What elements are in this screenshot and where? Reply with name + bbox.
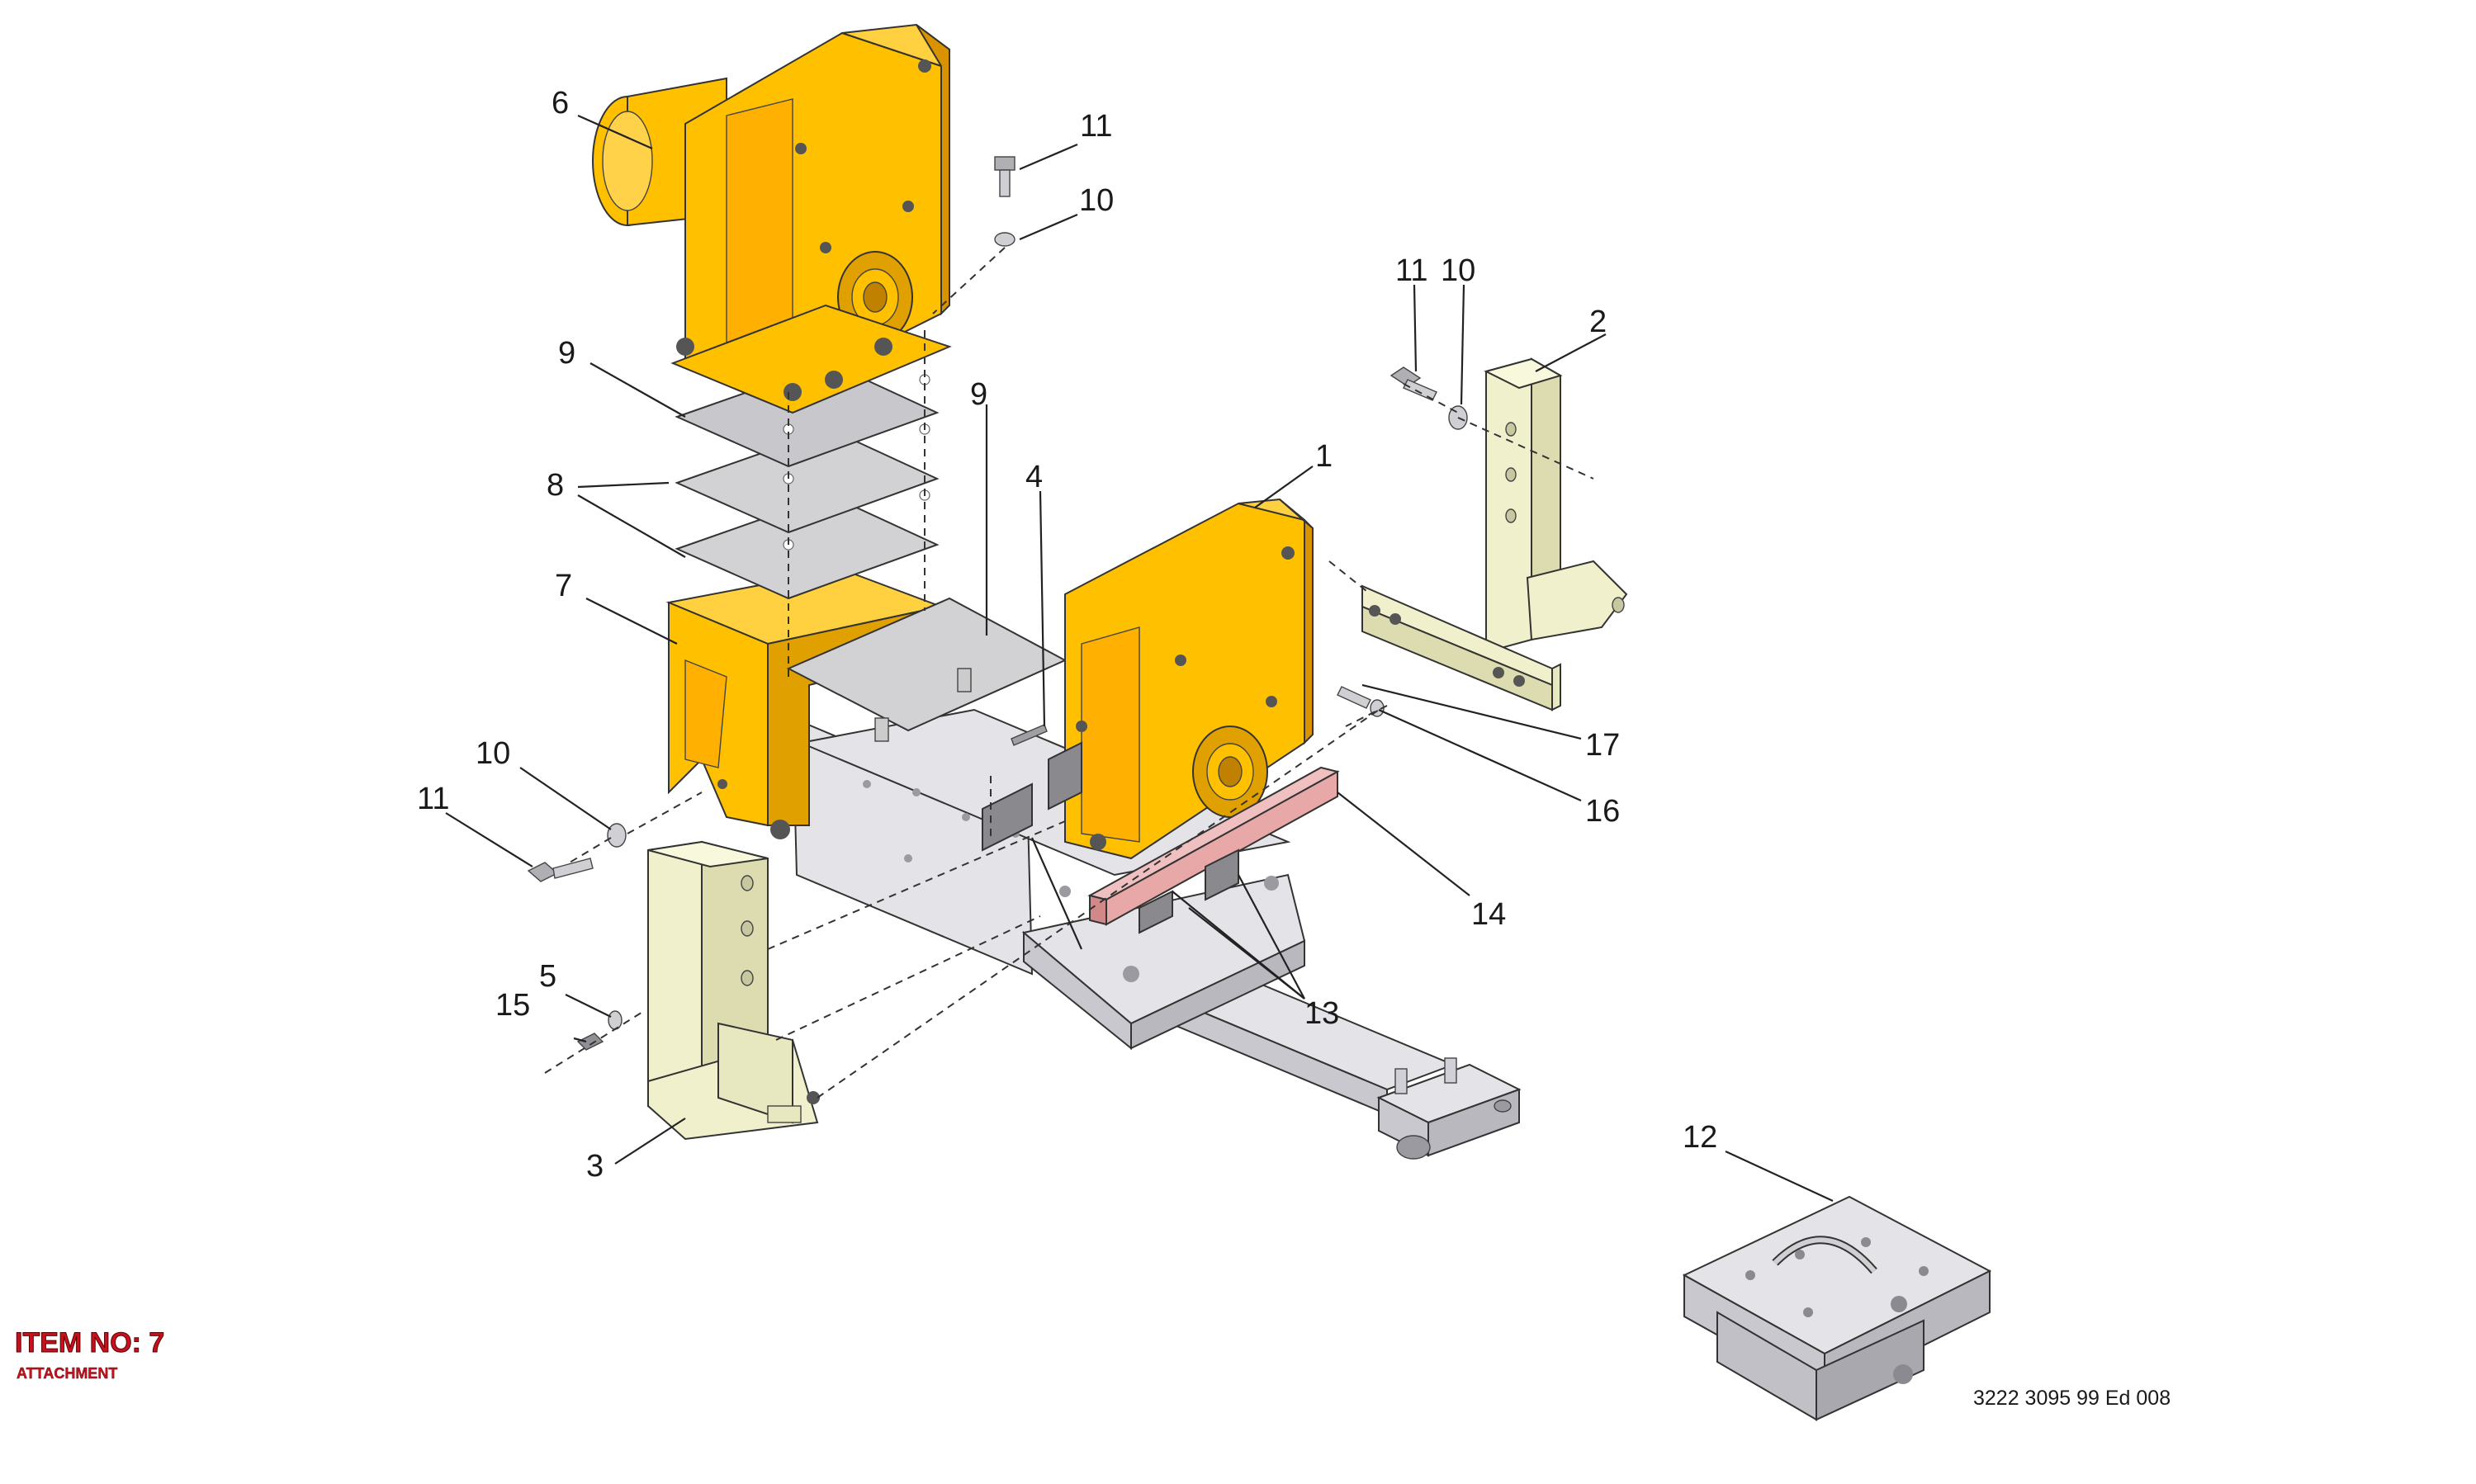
callout-11-right: 11 [1395, 253, 1427, 288]
item-number-title: ITEM NO: 7 [14, 1327, 165, 1359]
callout-5: 5 [539, 959, 556, 994]
callout-10-top: 10 [1079, 183, 1114, 218]
item-subtitle: ATTACHMENT [17, 1365, 118, 1382]
base-frame [791, 708, 1522, 1160]
callout-8: 8 [547, 468, 564, 503]
callout-labels: 1 2 3 4 5 6 7 8 9 9 10 10 10 11 11 11 12… [417, 86, 1717, 1184]
callout-9-lower: 9 [970, 377, 987, 412]
callout-10-left: 10 [476, 736, 510, 771]
bracket-part-2 [1361, 357, 1628, 711]
callout-11-top: 11 [1080, 109, 1112, 144]
callout-14: 14 [1471, 897, 1506, 932]
bracket-part-3 [647, 840, 820, 1141]
callout-10-right: 10 [1441, 253, 1475, 288]
callout-2: 2 [1589, 305, 1607, 339]
drawing-number: 3222 3095 99 Ed 008 [1973, 1387, 2171, 1410]
callout-3: 3 [586, 1149, 604, 1184]
plates-part-13 [982, 741, 1239, 934]
callout-4: 4 [1025, 460, 1043, 494]
leader-lines [445, 114, 1834, 1202]
callout-16: 16 [1585, 794, 1620, 829]
callout-11-left: 11 [417, 782, 449, 816]
callout-9-upper: 9 [558, 336, 575, 371]
callout-12: 12 [1683, 1120, 1717, 1155]
base-plate-part-12 [1682, 1195, 1992, 1421]
callout-15: 15 [495, 988, 530, 1023]
callout-1: 1 [1315, 439, 1333, 474]
gearbox-part-1 [1064, 498, 1314, 860]
bar-part-14 [1087, 766, 1340, 926]
assembly-guide-lines [544, 247, 1594, 1099]
gearbox-motor-part-6 [592, 23, 952, 414]
callout-6: 6 [552, 86, 569, 121]
shims-part-8 [675, 423, 940, 600]
callout-17: 17 [1585, 728, 1620, 763]
callout-7: 7 [555, 569, 572, 603]
callout-13: 13 [1304, 996, 1339, 1031]
